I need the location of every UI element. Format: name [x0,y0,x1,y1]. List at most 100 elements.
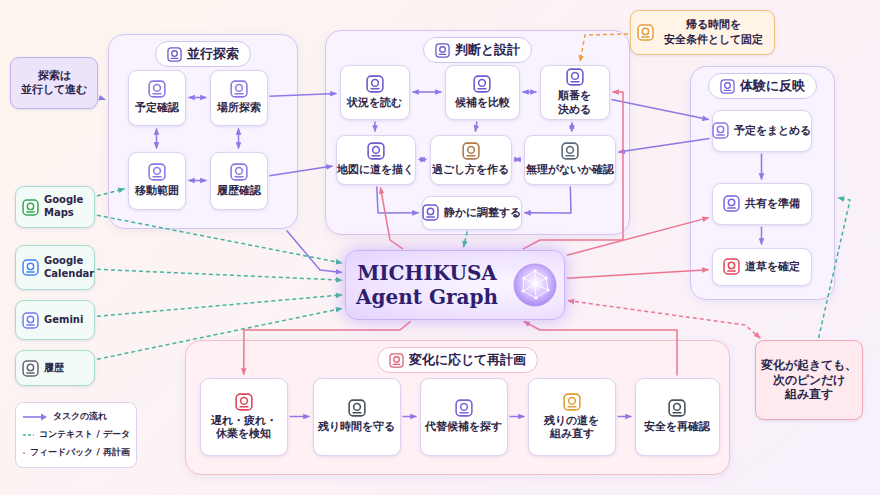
connector [97,269,342,280]
node-label: 履歴確認 [217,184,261,197]
box-icon [148,80,166,98]
connector [374,122,376,132]
process-box: 遅れ・疲れ・ 休業を検知 [200,378,288,456]
node-label: 共有を準備 [745,197,800,210]
group-heading: 並行探索 [155,41,251,67]
connector [403,416,417,418]
box-icon [561,142,579,160]
node-label: 安全を再確認 [644,420,710,433]
group-panel: 体験に反映予定をまとめる共有を準備道草を確定 [690,66,835,300]
box-icon [435,43,450,58]
connector [619,138,710,152]
box-icon [22,259,39,276]
connector [381,188,403,249]
agent-orb [512,262,558,308]
legend-line [22,448,25,458]
box-icon [22,312,39,329]
group-heading: 変化に応じて再計画 [377,347,538,373]
tool-box: Google Maps [15,186,95,228]
node-label: 探索は 並行して進む [14,69,94,97]
process-box: 共有を準備 [712,183,812,225]
node-label: 遅れ・疲れ・ 休業を検知 [204,414,284,441]
node-label: 予定確認 [135,101,179,114]
node-label: Google Maps [44,194,88,220]
legend-label: タスクの流れ [53,411,107,423]
connector [819,198,850,338]
connector [270,94,337,97]
box-icon [235,393,253,411]
node-label: 残り時間を守る [318,420,395,433]
tool-box: Google Calendar [15,245,95,290]
legend-label: コンテキスト / データ [39,429,130,441]
box-icon [148,163,166,181]
connector [571,123,573,132]
process-box: 予定をまとめる [712,110,812,152]
box-icon [348,399,366,417]
box-icon [473,75,491,93]
process-box: 残り時間を守る [313,378,401,456]
process-box: 無理がないか確認 [524,135,616,185]
process-box: 残りの道を 組み直す [528,378,616,456]
box-icon [366,75,384,93]
process-box: 予定確認 [128,70,186,126]
tool-box: Gemini [15,300,95,340]
agent-hub: MICHIKUSA Agent Graph [345,250,565,320]
group-panel: 判断と設計状況を読む候補を比較順番を 決める地図に道を描く過ごし方を作る無理がな… [325,30,630,235]
box-icon [668,399,686,417]
callout-box: 帰る時間を 安全条件として固定 [630,10,775,55]
node-label: 場所探索 [217,101,261,114]
process-box: 地図に道を描く [336,135,416,185]
connector [568,301,760,338]
connector [580,34,628,61]
legend-label: フィードバック / 再計画 [30,447,130,459]
connector [97,295,342,316]
process-box: 場所探索 [210,70,268,126]
connector [189,97,207,99]
node-label: 静かに調整する [444,206,521,219]
connector [761,227,763,245]
box-icon [462,142,480,160]
process-box: 移動範囲 [128,152,186,210]
group-title: 体験に反映 [740,77,805,95]
node-label: 順番を 決める [544,89,606,116]
node-label: 地図に道を描く [337,163,414,176]
box-icon [637,24,654,41]
legend-line [22,430,34,440]
tool-box: 履歴 [15,350,95,386]
node-label: 帰る時間を 安全条件として固定 [659,18,768,46]
box-icon [720,79,735,94]
box-icon [723,258,740,275]
box-icon [22,199,39,216]
process-box: 状況を読む [340,65,410,120]
box-icon [167,47,182,62]
process-box: 安全を再確認 [635,378,720,456]
node-label: 残りの道を 組み直す [532,414,612,441]
process-box: 履歴確認 [210,152,268,210]
box-icon [22,360,39,377]
process-box: 道草を確定 [712,248,812,286]
node-label: 移動範囲 [135,184,179,197]
connector [612,100,709,120]
connector [523,91,537,93]
legend-box: タスクの流れ コンテキスト / データ フィードバック / 再計画 [15,402,137,468]
connector [156,129,158,149]
process-box: 探索は 並行して進む [10,57,98,109]
process-box: 代替候補を探す [420,378,508,456]
box-icon [712,122,729,139]
process-box: 候補を比較 [445,65,520,120]
node-label: 状況を読む [347,96,402,109]
connector [377,187,419,214]
node-label: 変化が起きても、 次のピンだけ 組み直す [761,358,857,402]
process-box: 順番を 決める [540,65,610,120]
group-panel: 並行探索予定確認 場所探索移動範囲 履歴確認 [108,34,298,229]
connector [525,187,572,214]
connector [413,91,442,93]
connector [567,270,709,279]
process-box: 静かに調整する [422,196,522,230]
group-title: 並行探索 [187,45,239,63]
group-heading: 判断と設計 [423,37,532,63]
connector [523,92,623,249]
box-icon [422,204,439,221]
connector [270,166,333,176]
